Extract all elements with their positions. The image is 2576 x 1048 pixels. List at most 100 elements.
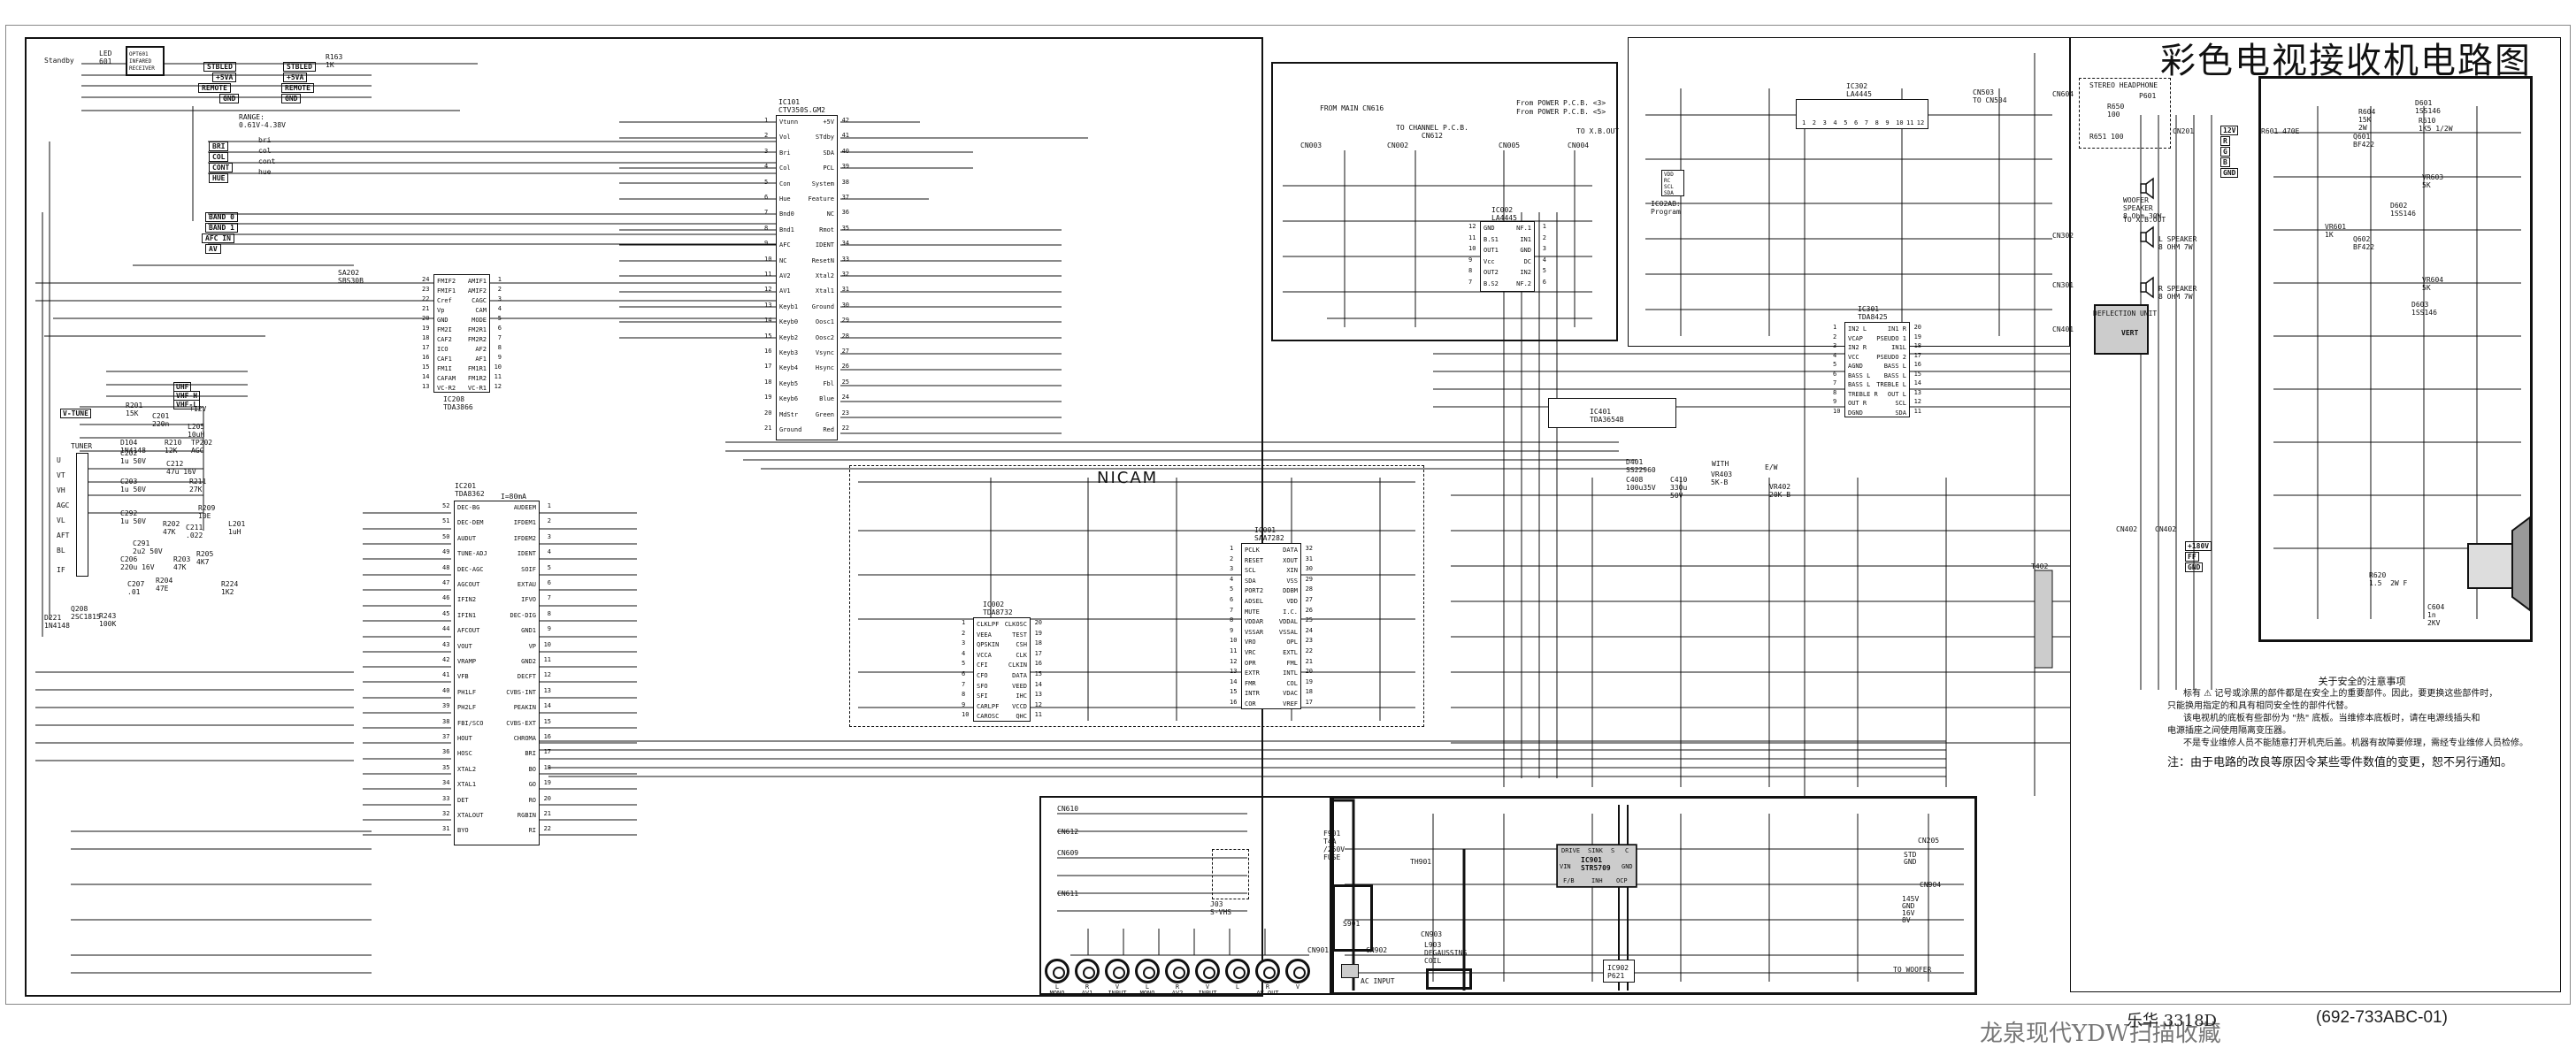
vr403-label: VR403 5K-B [1711, 470, 1733, 486]
rca-jack[interactable] [1045, 959, 1070, 983]
ic-pin-number: 42 [442, 656, 450, 663]
rca-jack-label: V [1295, 983, 1300, 991]
ic-pin: OPR [1245, 659, 1256, 667]
net-gnd: GND [219, 94, 240, 103]
cn205-label: CN205 [1918, 837, 1940, 845]
cn003: CN003 [1300, 142, 1322, 149]
ic-pin-number: 29 [841, 317, 849, 325]
ic-pin: AGND [1848, 363, 1863, 370]
ic-pin-number: 24 [841, 394, 849, 402]
ic-pin-number: 33 [841, 255, 849, 263]
ic-pin-number: 11 [1230, 647, 1238, 654]
ic-pin: CFO [977, 672, 988, 679]
cn201-net-g: G [2220, 147, 2230, 157]
ic-pin: VSSAR [1245, 628, 1264, 636]
p601-label: P601 [2139, 92, 2157, 100]
cn205-net-std: STD [1904, 851, 1917, 859]
svhs-jack[interactable] [1212, 849, 1249, 899]
ic-pin-number: 19 [1913, 333, 1921, 340]
ic-pin: RO [528, 796, 536, 804]
ic-pin-number: 41 [841, 132, 849, 140]
ic-pin: AFC [779, 241, 791, 249]
r163-label: R163 1K [326, 53, 343, 69]
ic-pin: BRI [525, 750, 536, 758]
r651-label: R651 100 [2089, 133, 2124, 141]
rca-jack-label: R AV1 [1081, 983, 1093, 997]
vr601-label: VR601 1K [2325, 223, 2347, 239]
safety-line-4: 电源插座之间使用隔离变压器。 [2167, 726, 2291, 736]
ic-pin: CHROMA [513, 735, 536, 742]
cn904-label: CN904 [1920, 881, 1942, 889]
ic-pin-number: 30 [841, 301, 849, 309]
tuner-part-d221: D221 1N4148 [44, 614, 70, 630]
ic-pin-number: 16 [543, 733, 551, 740]
rca-jack[interactable] [1135, 959, 1160, 983]
ic-pin: OUT1 [1484, 247, 1499, 254]
net-stbled: STBLED [203, 62, 236, 72]
ic-pin: SCL [1664, 184, 1674, 190]
ic-pin: DET [457, 796, 469, 804]
ic-pin: XTAL1 [457, 781, 477, 789]
ic-pin: AV1 [779, 287, 791, 295]
ic-pin: IDENT [517, 550, 536, 558]
rca-jack[interactable] [1165, 959, 1190, 983]
ic-pin: VSSAL [1278, 628, 1298, 636]
ic-pin-number: 20 [543, 794, 551, 802]
ic901-pin-gnd: GND [1622, 863, 1633, 870]
ic-pin-number: 9 [497, 354, 502, 361]
ic-pin: HOSC [457, 750, 472, 758]
ic-pin-number: 7 [547, 594, 551, 602]
ac-plug[interactable] [1341, 964, 1359, 978]
nicam-module-frame [849, 465, 1424, 727]
ic-pin-number: 9 [1230, 626, 1234, 634]
ic-pin-number: 18 [1034, 639, 1042, 647]
ic-pin: STdby [815, 134, 834, 142]
ic-pin-number: 4 [1833, 119, 1837, 126]
ic-pin-number: 14 [1034, 680, 1042, 688]
tuner-part-c207: C207 .01 [127, 580, 145, 596]
ic-pin-number: 2 [1812, 119, 1817, 126]
ic-pin-number: 22 [1305, 647, 1313, 654]
rca-jack[interactable] [1105, 959, 1130, 983]
ic-pin-number: 3 [547, 532, 551, 540]
ic-pin: FBI/SCO [457, 719, 484, 727]
c410-label: C410 330u 50V [1670, 476, 1688, 500]
ic-pin: OPL [1286, 639, 1298, 646]
rca-jack[interactable] [1255, 959, 1280, 983]
ic-pin: DATA [1283, 547, 1298, 554]
ic-pin: COR [1245, 700, 1256, 708]
ic-pin-number: 43 [442, 640, 450, 648]
tuner-part-r205: R205 4K7 [196, 550, 214, 566]
ic-pin: MODE [472, 317, 487, 324]
cn904-net-16v: 16V [1902, 909, 1915, 917]
power-switch[interactable] [1332, 884, 1373, 952]
ic-pin-number: 27 [1305, 596, 1313, 603]
d601-label: D601 1SS146 [2415, 99, 2441, 115]
ic-pin-number: 21 [1305, 657, 1313, 665]
degauss-coil [1426, 968, 1472, 990]
ic-pin: I.C. [1283, 608, 1298, 616]
cn201-net-gnd: GND [2220, 168, 2239, 178]
ic-pin: FM1R1 [467, 365, 487, 372]
ic-pin-number: 2 [547, 517, 551, 525]
from-main-label: FROM MAIN CN616 [1320, 104, 1384, 112]
rca-jack[interactable] [1195, 959, 1220, 983]
ic-pin-number: 15 [1913, 370, 1921, 378]
vr603-label: VR603 5K [2422, 173, 2444, 189]
ic-pin-number: 8 [1468, 267, 1473, 274]
ic-pin-number: 15 [764, 332, 772, 340]
av-panel-frame [1039, 796, 1331, 995]
rca-jack[interactable] [1075, 959, 1100, 983]
ic-pin-number: 45 [442, 609, 450, 617]
ic-pin: VRO [1245, 639, 1256, 646]
rca-jack[interactable] [1225, 959, 1250, 983]
ic-pin-number: 2 [1542, 233, 1546, 241]
ic-pin: Bnd1 [779, 226, 794, 233]
ic-pin-number: 24 [1305, 626, 1313, 634]
ic-pin-number: 1 [764, 117, 769, 124]
l-speaker-label: L SPEAKER 8 OHM 7W [2158, 235, 2197, 251]
deflection-unit-shape [2094, 304, 2149, 355]
rca-jack[interactable] [1285, 959, 1310, 983]
ic-pin-number: 9 [1468, 256, 1473, 264]
